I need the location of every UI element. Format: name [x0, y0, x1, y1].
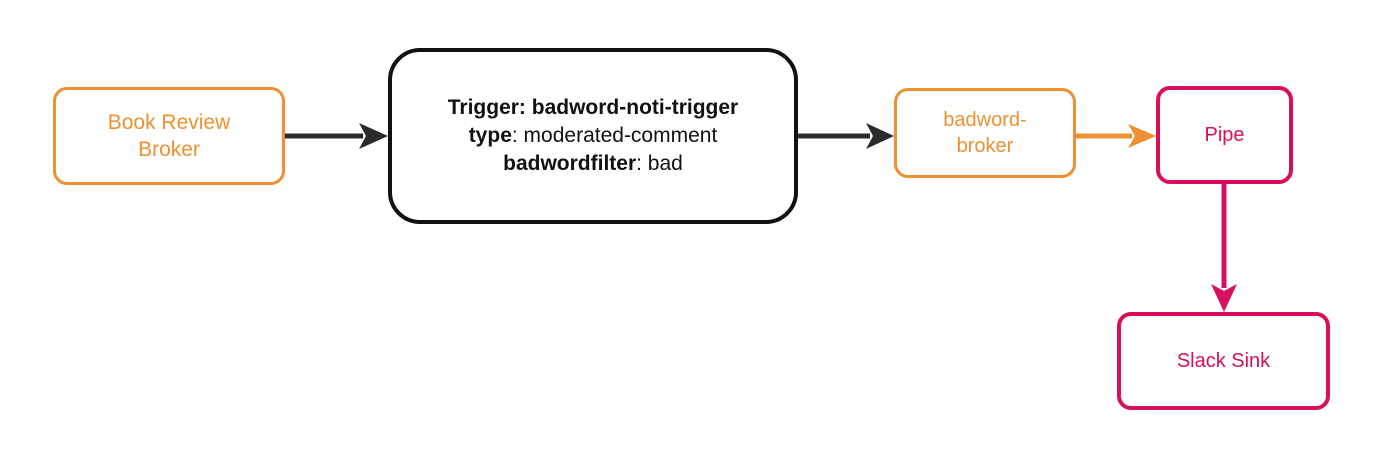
- trigger-line-badwordfilter-regular: : bad: [636, 151, 683, 175]
- node-label-slack-sink: Slack Sink: [1176, 350, 1271, 372]
- edge-trigger-to-badword-broker: [798, 121, 896, 151]
- node-label-pipe: Pipe: [1204, 124, 1245, 146]
- node-badword-broker[interactable]: badword- broker: [894, 88, 1076, 178]
- node-label-line-2: broker: [956, 135, 1014, 157]
- node-label-book-review-broker: Book Review Broker: [108, 109, 231, 164]
- edge-pipe-to-slack-sink: [1209, 184, 1239, 314]
- node-label-badword-broker: badword- broker: [943, 107, 1026, 159]
- node-label-line-1: badword-: [943, 109, 1027, 131]
- node-book-review-broker[interactable]: Book Review Broker: [53, 87, 285, 185]
- trigger-line-name-bold: Trigger: badword-noti-trigger: [447, 96, 739, 120]
- node-trigger[interactable]: Trigger: badword-noti-trigger type: mode…: [388, 48, 798, 224]
- trigger-line-badwordfilter: badwordfilter: bad: [448, 150, 738, 178]
- edge-broker-to-trigger: [285, 121, 390, 151]
- trigger-line-type: type: moderated-comment: [448, 122, 738, 150]
- node-label-line-1: Book Review: [107, 110, 231, 134]
- node-label-trigger: Trigger: badword-noti-trigger type: mode…: [448, 94, 738, 178]
- node-slack-sink[interactable]: Slack Sink: [1117, 312, 1330, 410]
- trigger-line-badwordfilter-bold: badwordfilter: [503, 151, 637, 175]
- edge-badword-broker-to-pipe: [1076, 121, 1158, 151]
- node-label-line-2: Broker: [138, 138, 200, 161]
- trigger-line-type-regular: : moderated-comment: [511, 124, 718, 148]
- trigger-line-type-bold: type: [468, 124, 512, 148]
- node-pipe[interactable]: Pipe: [1156, 86, 1293, 184]
- trigger-line-name: Trigger: badword-noti-trigger: [448, 94, 738, 122]
